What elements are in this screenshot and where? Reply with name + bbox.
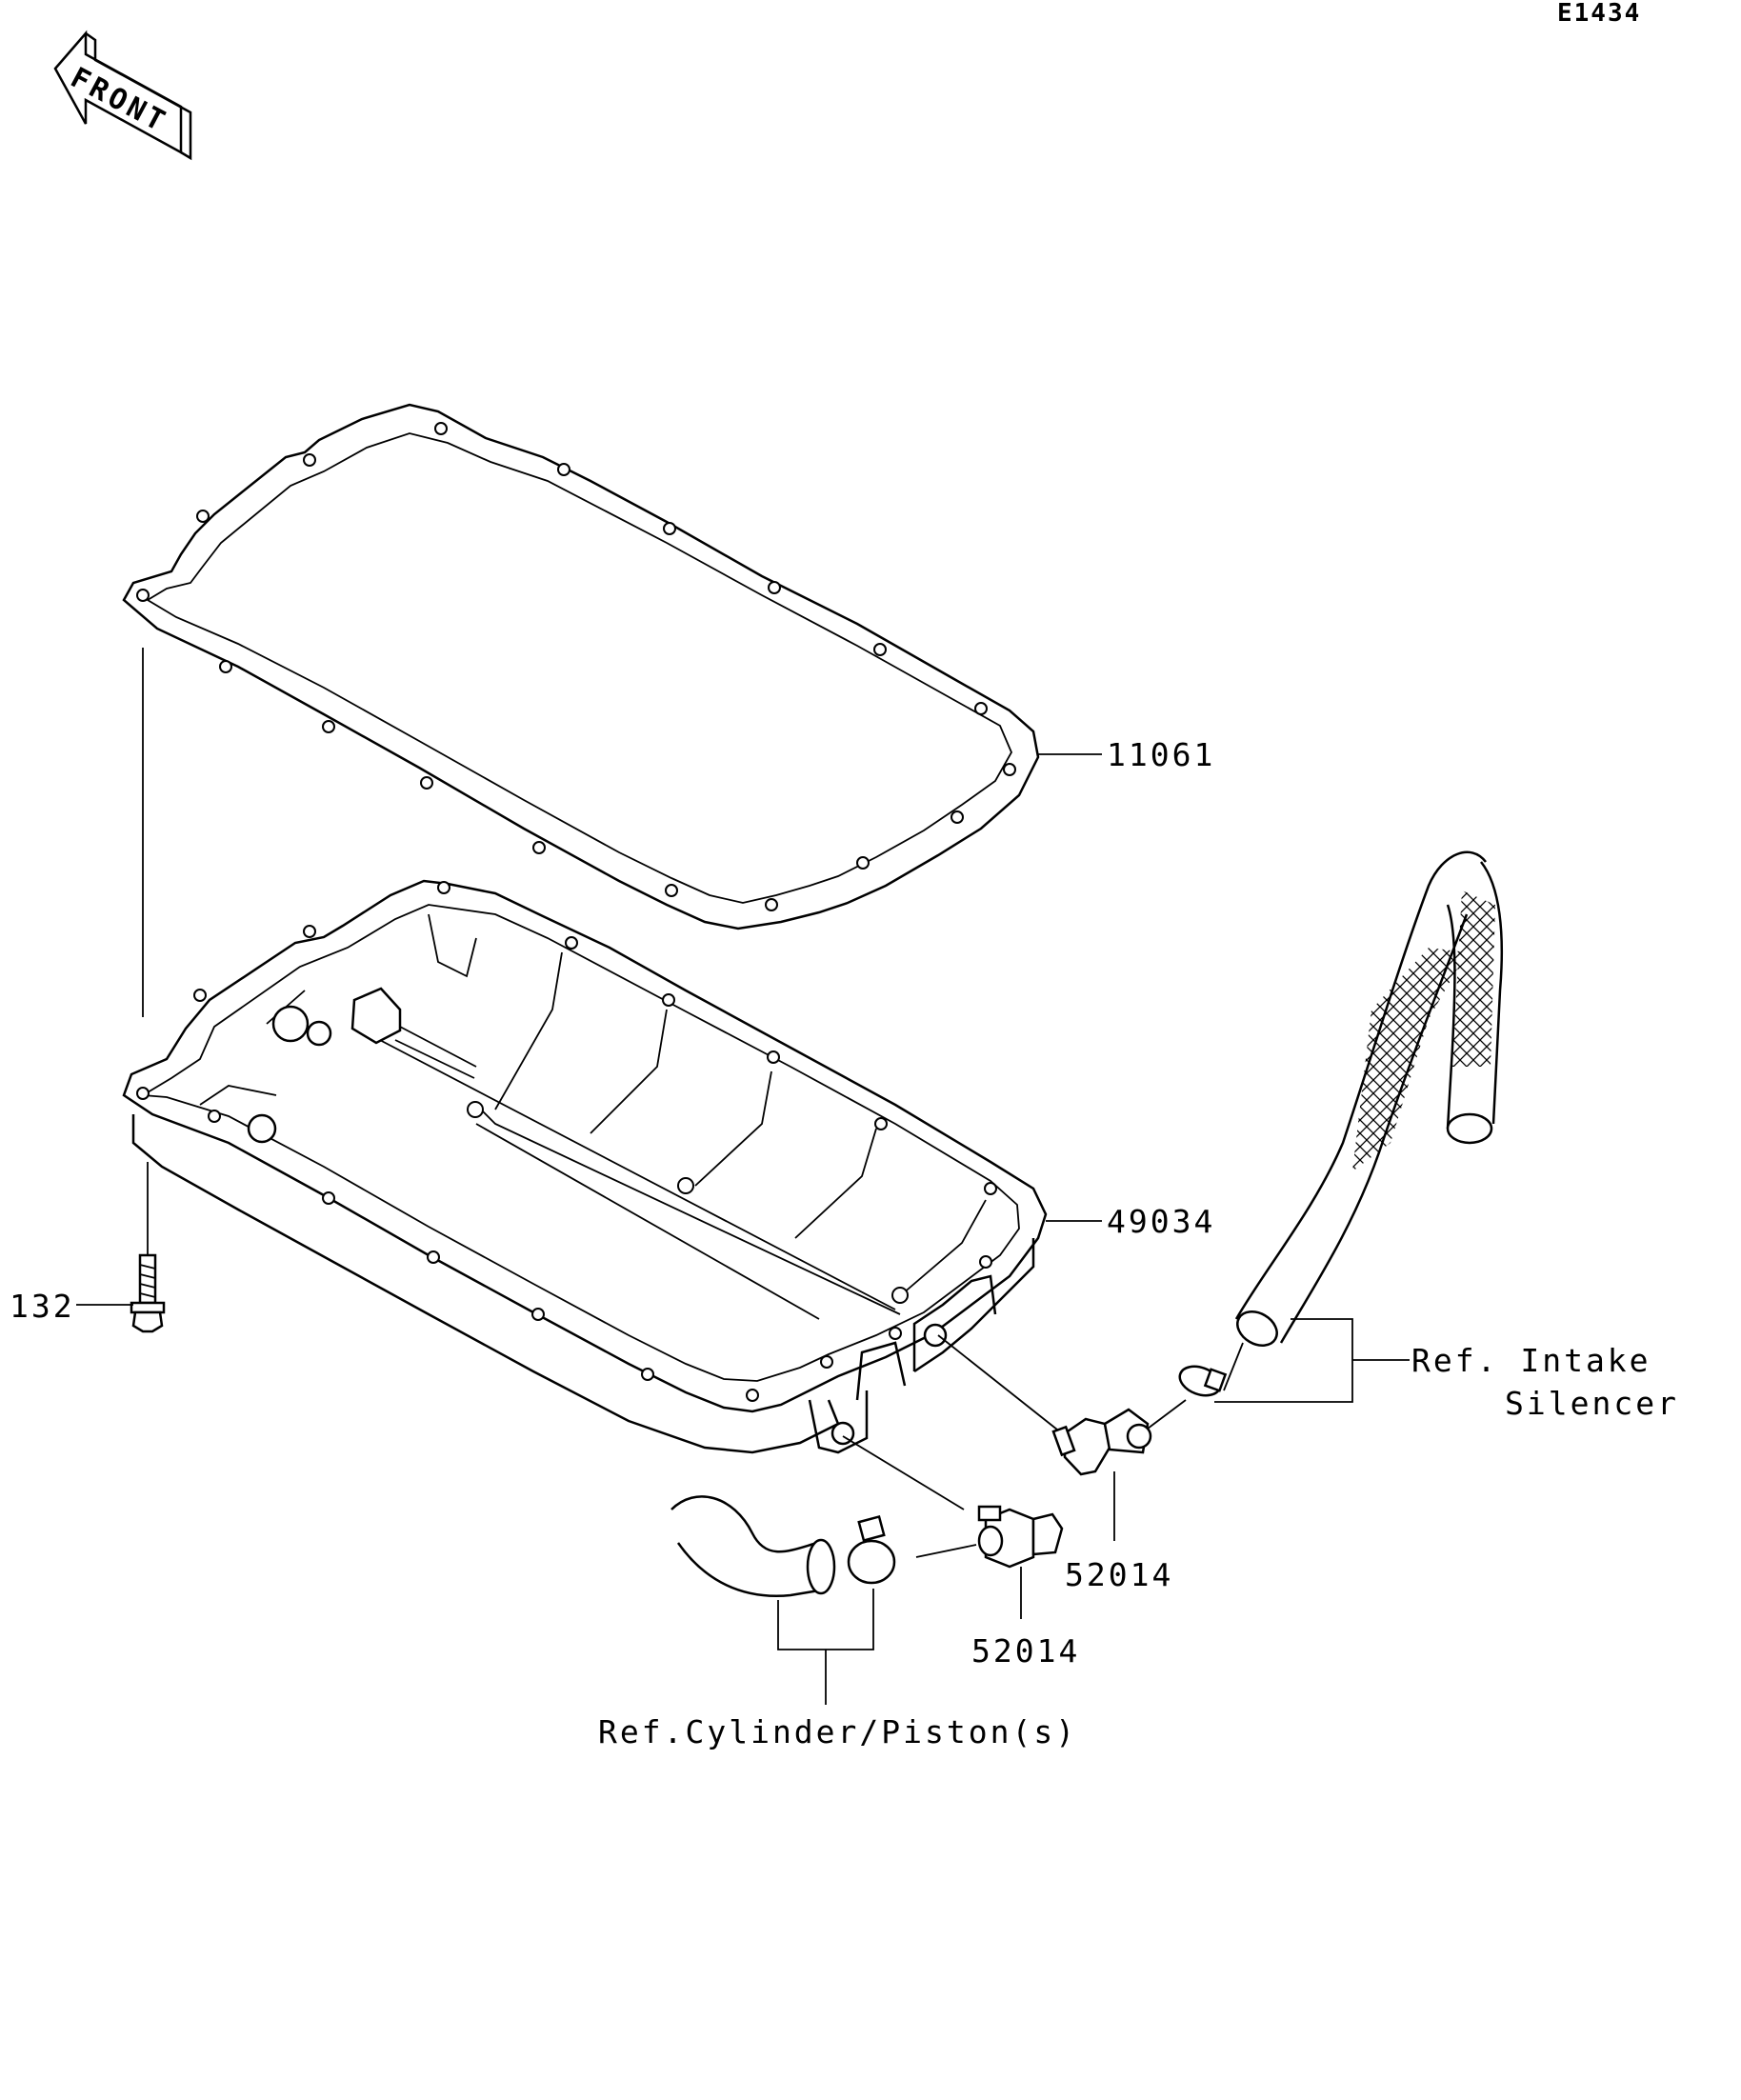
cylinder-hose [670,1495,836,1597]
callout-132: 132 [10,1288,75,1325]
callout-49034: 49034 [1107,1203,1215,1240]
fitting-lower [977,1505,1064,1569]
callout-52014-lower: 52014 [971,1632,1080,1670]
fitting-upper [1051,1408,1152,1476]
gasket-bolt-holes [136,422,1016,911]
ref-intake-line1: Ref. Intake [1411,1342,1651,1379]
diagram-code: E1434 [1557,0,1641,28]
breather-hose [1234,850,1504,1347]
callout-52014-upper: 52014 [1065,1556,1173,1593]
oil-pan-gasket [122,403,1040,930]
callout-11061: 11061 [1107,736,1215,773]
pan-bolt-holes [136,881,997,1402]
hose-clamp-lower [847,1514,896,1585]
ref-cylinder: Ref.Cylinder/Piston(s) [598,1713,1077,1750]
hose-clamp-upper [1178,1365,1228,1397]
ref-intake-line2: Silencer [1505,1385,1679,1422]
front-arrow-icon: FRONT [53,30,192,161]
bolt-132 [130,1253,166,1333]
oil-pan [122,879,1048,1454]
